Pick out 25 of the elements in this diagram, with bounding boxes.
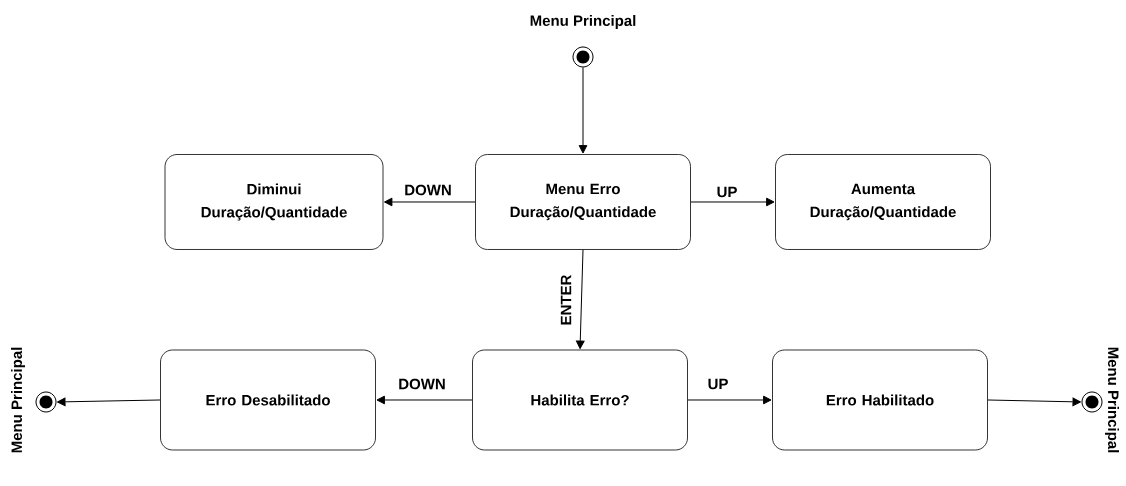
state-label: Menu Principal: [530, 15, 636, 29]
arrow: [575, 249, 585, 349]
edge-label: UP: [706, 377, 730, 391]
state-label: Menu Principal: [11, 347, 25, 453]
state-box: Menu Erro Duração/Quantidade: [475, 154, 691, 250]
state-box: Erro Habilitado: [772, 349, 988, 451]
arrow: [690, 197, 775, 207]
arrow: [987, 397, 1081, 407]
arrow: [384, 197, 476, 207]
edge-label: UP: [715, 185, 739, 199]
arrow: [687, 395, 772, 405]
end-state-circle: [572, 46, 594, 68]
edge-label: DOWN: [403, 183, 453, 197]
arrow: [578, 67, 588, 154]
state-label: Menu Principal: [1105, 347, 1119, 453]
end-state-circle: [35, 391, 57, 413]
state-box: Diminui Duração/Quantidade: [164, 154, 384, 250]
edge-label: DOWN: [397, 377, 447, 391]
state-box: Erro Desabilitado: [160, 349, 376, 451]
edge-label: ENTER: [559, 273, 573, 327]
arrow: [376, 395, 473, 405]
state-box: Habilita Erro?: [472, 349, 688, 451]
end-state-circle: [1081, 391, 1103, 413]
arrow: [57, 397, 161, 407]
state-box: Aumenta Duração/Quantidade: [775, 154, 991, 250]
